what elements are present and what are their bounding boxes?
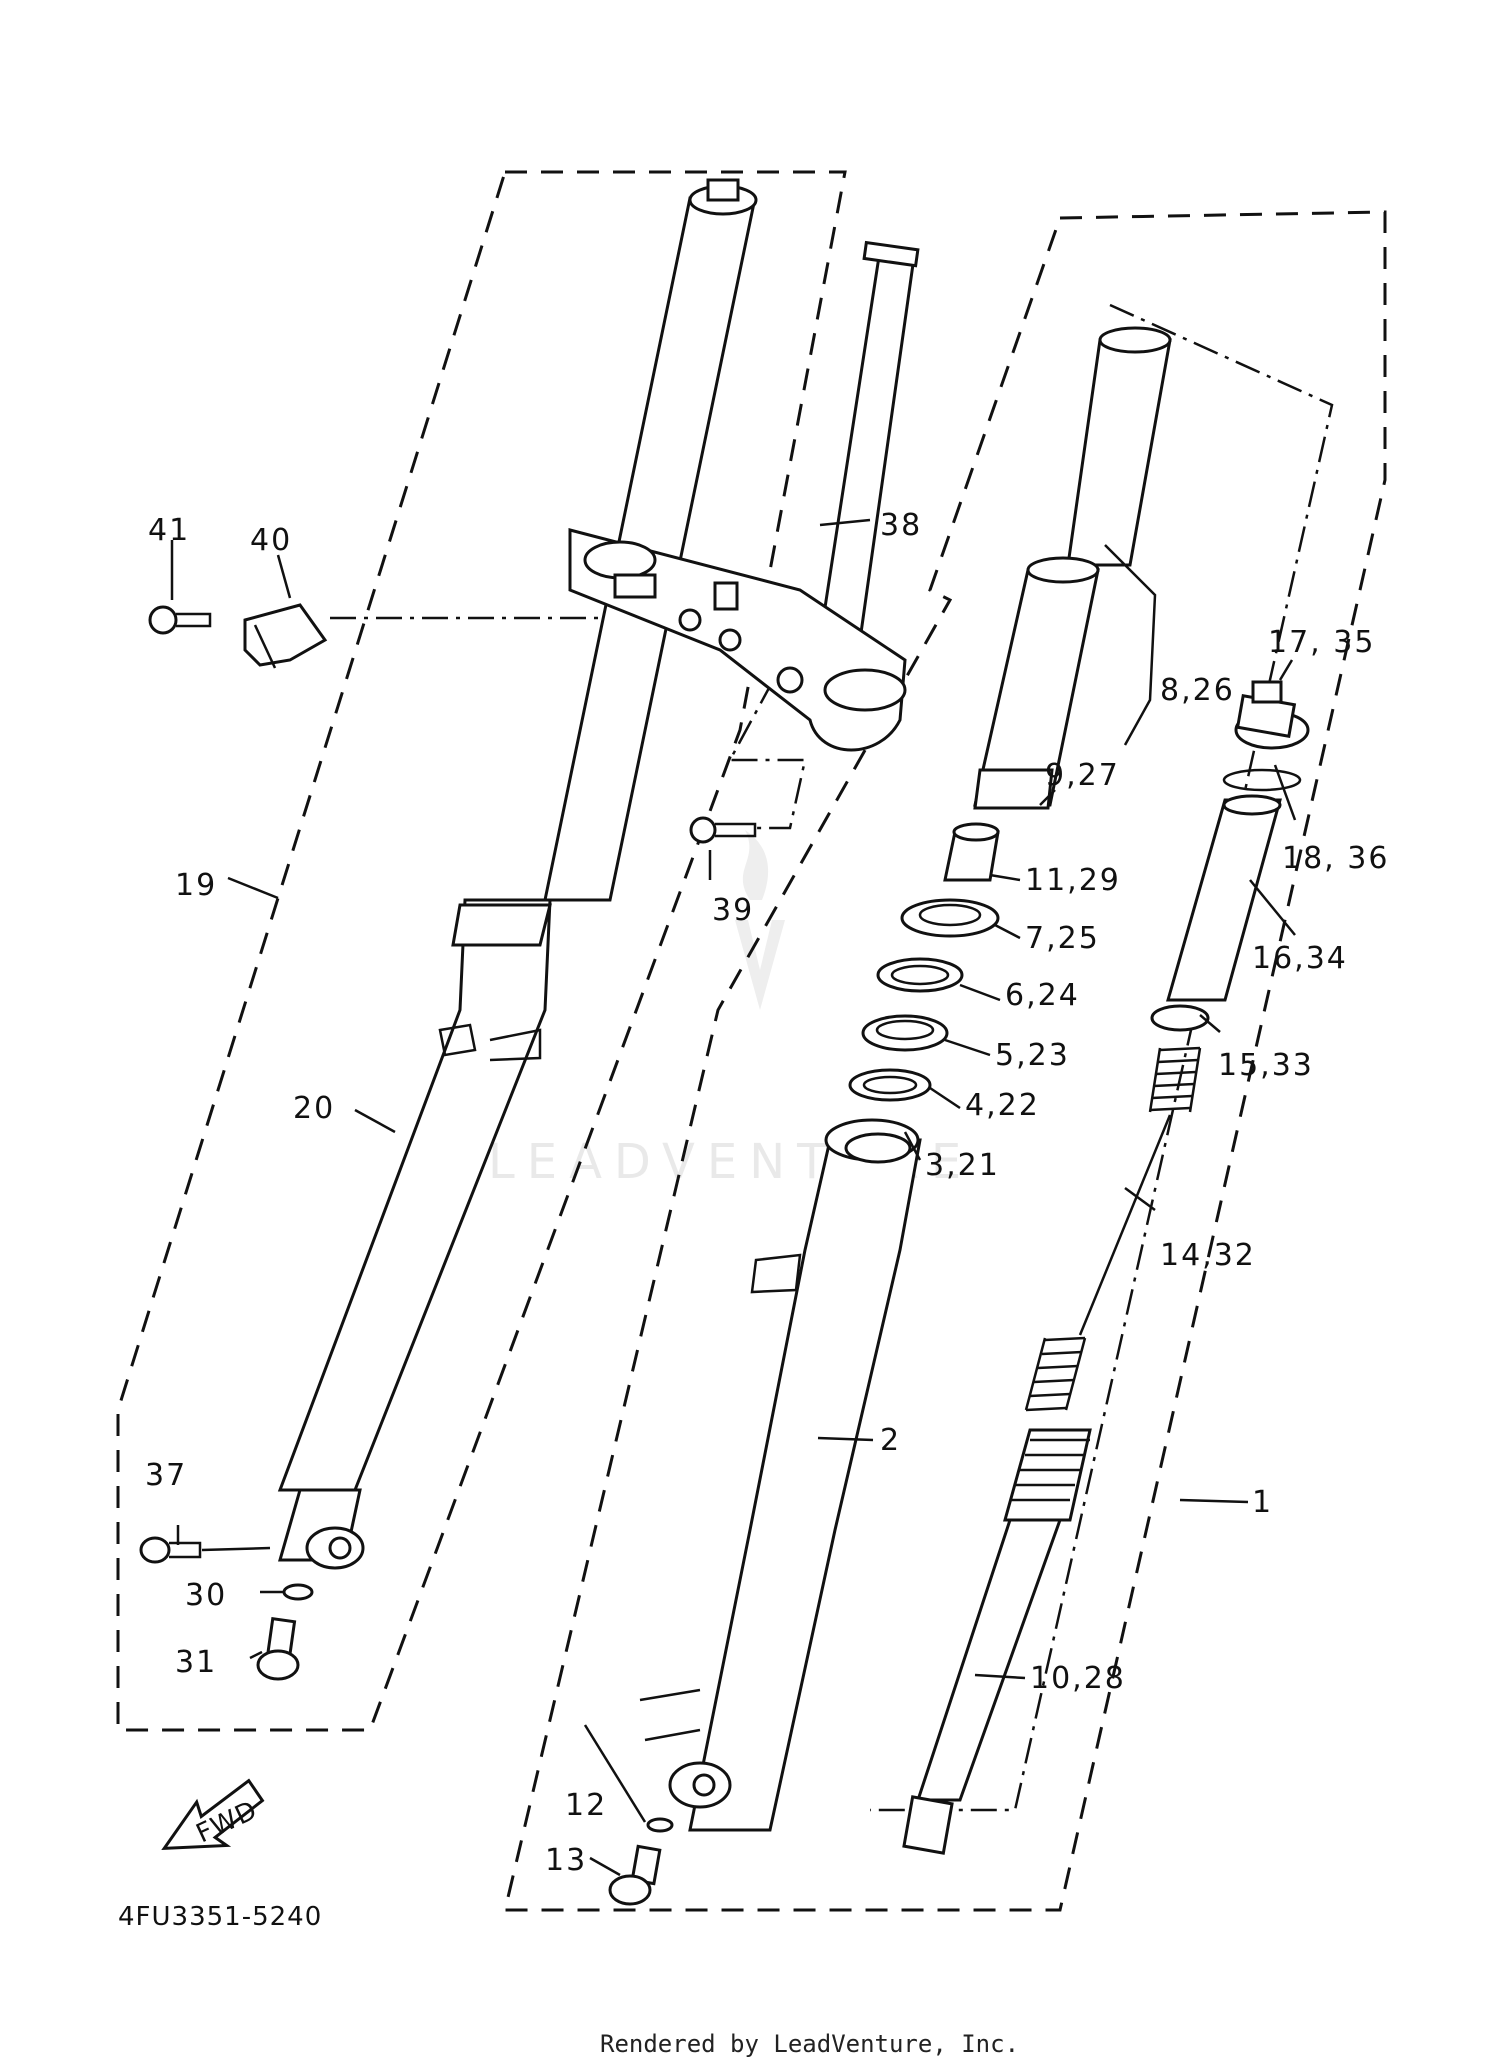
label-11-29: 11,29 (1025, 863, 1121, 898)
label-12: 12 (565, 1788, 607, 1823)
washer-12 (646, 1817, 674, 1833)
tube-8 (1066, 326, 1172, 567)
label-14-32: 14,32 (1160, 1238, 1256, 1273)
cap-bolt-17 (1234, 680, 1310, 750)
label-37: 37 (145, 1458, 187, 1493)
steering-stem-38 (568, 240, 920, 752)
part-labels: 1 2 3,21 4,22 5,23 6,24 7,25 8,26 9,27 1… (145, 508, 1389, 1878)
label-15-33: 15,33 (1218, 1048, 1314, 1083)
washer-4 (848, 1068, 932, 1102)
label-38: 38 (880, 508, 922, 543)
label-3-21: 3,21 (925, 1148, 1000, 1183)
o-ring-18 (1222, 768, 1302, 792)
label-8-26: 8,26 (1160, 673, 1235, 708)
label-41: 41 (148, 513, 190, 548)
tube-9 (973, 556, 1100, 810)
label-4-22: 4,22 (965, 1088, 1040, 1123)
washer-30 (282, 1583, 314, 1601)
seal-stack (844, 898, 1000, 1164)
outer-tube-20 (277, 178, 758, 1570)
label-40: 40 (250, 523, 292, 558)
leader-lines (170, 518, 1297, 1877)
bolt-41 (148, 605, 212, 635)
spacer-15 (1150, 1004, 1210, 1032)
label-16-34: 16,34 (1252, 941, 1348, 976)
tube-16 (1166, 794, 1282, 1002)
label-13: 13 (545, 1843, 587, 1878)
group-19-boundary (116, 170, 847, 1732)
label-10-28: 10,28 (1030, 1661, 1126, 1696)
label-31: 31 (175, 1645, 217, 1680)
bushing-3 (844, 1132, 912, 1164)
inner-tube-2 (639, 1118, 922, 1832)
clip-6 (876, 957, 964, 993)
label-1: 1 (1252, 1485, 1273, 1520)
group-1-boundary (503, 210, 1387, 1912)
bolt-13 (608, 1844, 662, 1906)
label-20: 20 (293, 1091, 335, 1126)
damper-rod-10 (902, 1428, 1092, 1855)
footer-credit: Rendered by LeadVenture, Inc. (600, 2030, 1019, 2058)
collar-11 (943, 822, 1000, 882)
label-5-23: 5,23 (995, 1038, 1070, 1073)
spring-14 (1024, 1046, 1202, 1412)
label-6-24: 6,24 (1005, 978, 1080, 1013)
label-18-36: 18, 36 (1282, 841, 1389, 876)
bolt-31 (256, 1616, 300, 1681)
bolt-37 (139, 1536, 202, 1564)
label-30: 30 (185, 1578, 227, 1613)
label-17-35: 17, 35 (1268, 625, 1375, 660)
bracket-40 (243, 603, 328, 669)
label-19: 19 (175, 868, 217, 903)
label-9-27: 9,27 (1045, 758, 1120, 793)
label-2: 2 (880, 1423, 901, 1458)
label-7-25: 7,25 (1025, 921, 1100, 956)
bolt-39 (689, 816, 757, 844)
diagram-code: 4FU3351-5240 (118, 1902, 322, 1932)
fwd-arrow-icon: FWD (161, 1778, 265, 1851)
label-39: 39 (712, 893, 754, 928)
